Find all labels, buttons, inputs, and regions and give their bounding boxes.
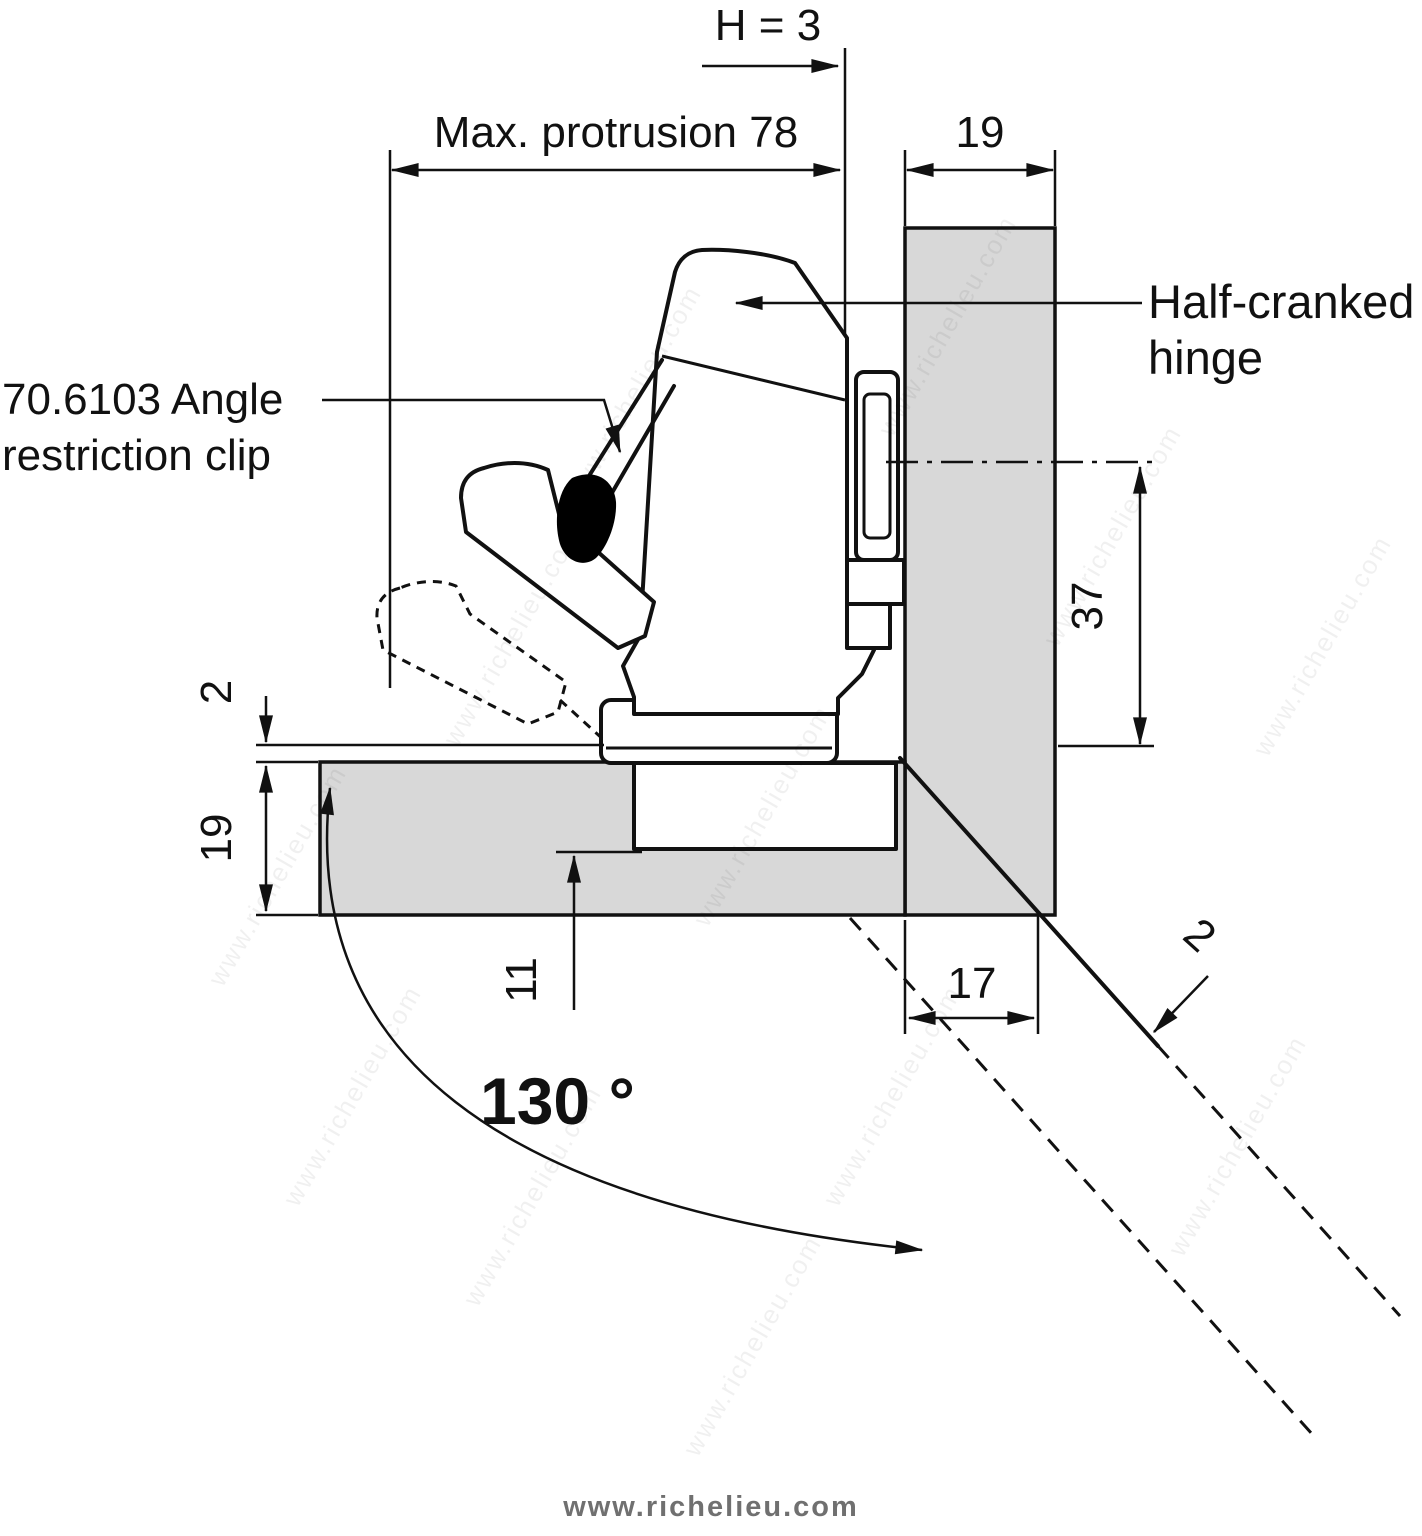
angle-arc [320, 786, 924, 1255]
angle-label: 130 ° [480, 1064, 635, 1138]
dim-h-label: H = 3 [715, 1, 821, 50]
hinge-assembly [375, 247, 906, 851]
door-back-edge-dashed [848, 916, 1314, 1436]
hinge-callout-line1: Half-cranked [1148, 275, 1414, 328]
clip-callout-line1: 70.6103 Angle [2, 375, 283, 424]
clip-callout-leader [322, 398, 622, 454]
door-at-angle [848, 756, 1402, 1436]
angle-restriction-clip [556, 474, 617, 563]
watermark-text: www.richelieu.com [1246, 530, 1397, 762]
dim-protrusion-label: Max. protrusion 78 [434, 108, 798, 157]
mounting-plate-step-lower [845, 602, 892, 650]
clip-callout-line2: restriction clip [2, 431, 271, 480]
lever-ghost-connector [558, 698, 608, 744]
hinge-arm [621, 247, 876, 716]
hinge-arm-detail-line [661, 354, 846, 402]
dim-11-label: 11 [497, 957, 546, 1003]
dim-gap2-right-arrow [1153, 975, 1209, 1034]
dimension-annotations: H = 3 Max. protrusion 78 19 37 2 19 11 1 [192, 1, 1225, 1255]
watermark-text: www.richelieu.com [1161, 1030, 1312, 1262]
watermark-text: www.richelieu.com [276, 980, 427, 1212]
door-front-edge-dashed [1156, 1044, 1402, 1318]
lever-ghost-outline [375, 580, 568, 726]
dim-gap2-right-label: 2 [1174, 909, 1225, 962]
dim-door19-label: 19 [192, 814, 241, 863]
door-front-edge-solid [898, 756, 1160, 1048]
mounting-plate-slot [862, 392, 892, 540]
hinge-lever [459, 461, 656, 650]
watermark-text: www.richelieu.com [816, 980, 967, 1212]
callouts: Half-cranked hinge 70.6103 Angle restric… [2, 275, 1414, 480]
dim-37-label: 37 [1063, 582, 1112, 631]
dim-17-label: 17 [948, 959, 997, 1008]
watermark-text: www.richelieu.com [676, 1230, 827, 1462]
mounting-plate-step-upper [845, 558, 906, 606]
hinge-callout-line2: hinge [1148, 331, 1263, 384]
cabinet-side-panel [903, 226, 1057, 917]
dim-panel19-label: 19 [956, 108, 1005, 157]
dim-gap2-label: 2 [192, 680, 241, 704]
footer-website-text: www.richelieu.com [562, 1491, 859, 1523]
